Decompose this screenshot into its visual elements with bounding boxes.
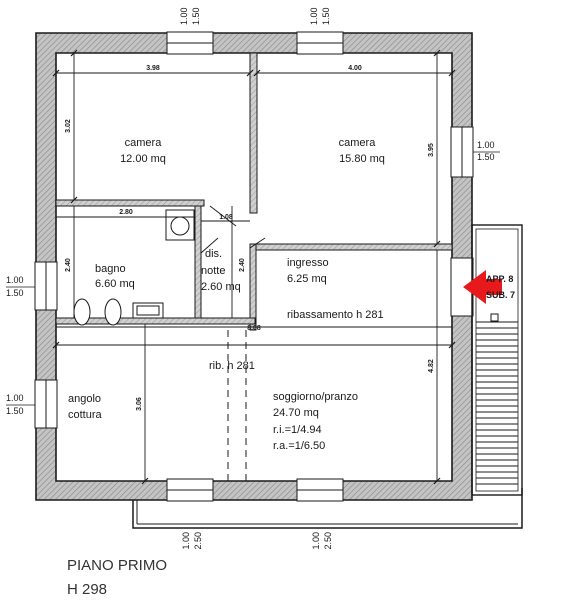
balcony-bottom [132, 488, 523, 529]
room-ingresso-note: ribassamento h 281 [287, 309, 384, 321]
entrance-arrow [463, 270, 502, 304]
stair-newel [490, 313, 499, 322]
room-ingresso-area: 6.25 mq [287, 273, 327, 285]
opening-top-left-b: 1.50 [191, 7, 201, 25]
dim-bagno-width: 2.80 [119, 209, 133, 216]
room-soggiorno-ra: r.a.=1/6.50 [273, 440, 325, 452]
dim-dis-width: 1.08 [219, 214, 233, 221]
room-soggiorno-name: soggiorno/pranzo [273, 391, 358, 403]
staircase [471, 224, 523, 496]
opening-top-left-a: 1.00 [179, 7, 189, 25]
overhead-dashed-lines [227, 330, 247, 481]
room-soggiorno-ri: r.i.=1/4.94 [273, 424, 322, 436]
dim-soggiorno-height: 4.82 [428, 359, 435, 373]
room-dis-line1: dis. [205, 248, 222, 260]
room-angolo-line1: angolo [68, 393, 101, 405]
dim-camera-right-height: 3.95 [428, 143, 435, 157]
opening-left-bagno-a: 1.00 [6, 275, 24, 285]
room-camera-left-area: 12.00 mq [120, 153, 166, 165]
wall-camera-left-bottom [55, 199, 205, 207]
door-camera-right [249, 237, 266, 249]
room-labels: camera 12.00 mq camera 15.80 mq bagno 6.… [68, 137, 385, 452]
opening-labels: 1.00 1.50 1.00 1.50 1.00 1.50 1.00 1.50 … [6, 7, 495, 549]
room-ingresso-name: ingresso [287, 257, 329, 269]
opening-leader-lines [6, 151, 500, 406]
room-camera-left-name: camera [125, 137, 163, 149]
caption-height: H 298 [67, 581, 107, 598]
room-soggiorno-area: 24.70 mq [273, 407, 319, 419]
room-camera-right-name: camera [339, 137, 377, 149]
room-bagno-name: bagno [95, 263, 126, 275]
room-camera-right-area: 15.80 mq [339, 153, 385, 165]
dim-full-width: 8.08 [247, 325, 261, 332]
room-dis-area: 2.60 mq [201, 281, 241, 293]
dimension-ticks [52, 49, 456, 485]
shower-drain-icon [170, 216, 190, 236]
dim-dis-height: 2.40 [239, 258, 246, 272]
entrance-label-sub: SUB. 7 [486, 290, 515, 300]
opening-left-bagno-b: 1.50 [6, 288, 24, 298]
opening-bottom-left-a: 1.00 [181, 532, 191, 550]
dim-bagno-height: 2.40 [65, 258, 72, 272]
opening-bottom-right-a: 1.00 [311, 532, 321, 550]
room-angolo-line2: cottura [68, 409, 103, 421]
toilet-icon [73, 298, 91, 326]
opening-right-camera-a: 1.00 [477, 140, 495, 150]
dim-top-right: 4.00 [348, 65, 362, 72]
bidet-icon [104, 298, 122, 326]
wall-ingresso-left [249, 243, 257, 331]
room-bagno-area: 6.60 mq [95, 278, 135, 290]
wall-camera-divider [249, 52, 258, 214]
caption-title: PIANO PRIMO [67, 557, 167, 574]
opening-right-camera-b: 1.50 [477, 152, 495, 162]
dimension-lines [56, 53, 452, 481]
opening-bottom-right-b: 2.50 [323, 532, 333, 550]
rib-label: rib. h 281 [209, 360, 255, 372]
dim-top-left: 3.98 [146, 65, 160, 72]
dim-camera-left-height: 3.02 [65, 119, 72, 133]
room-dis-line2: notte [201, 265, 225, 277]
opening-top-right-a: 1.00 [309, 7, 319, 25]
opening-bottom-left-b: 2.50 [193, 532, 203, 550]
opening-top-right-b: 1.50 [321, 7, 331, 25]
bathroom-fixtures [73, 209, 195, 326]
entrance-label-app: APP. 8 [486, 274, 513, 284]
windows [34, 31, 474, 502]
opening-left-cottura-b: 1.50 [6, 406, 24, 416]
wall-ingresso-top [249, 243, 453, 251]
opening-left-cottura-a: 1.00 [6, 393, 24, 403]
door-bagno [200, 237, 219, 254]
dim-angolo-height: 3.06 [136, 397, 143, 411]
